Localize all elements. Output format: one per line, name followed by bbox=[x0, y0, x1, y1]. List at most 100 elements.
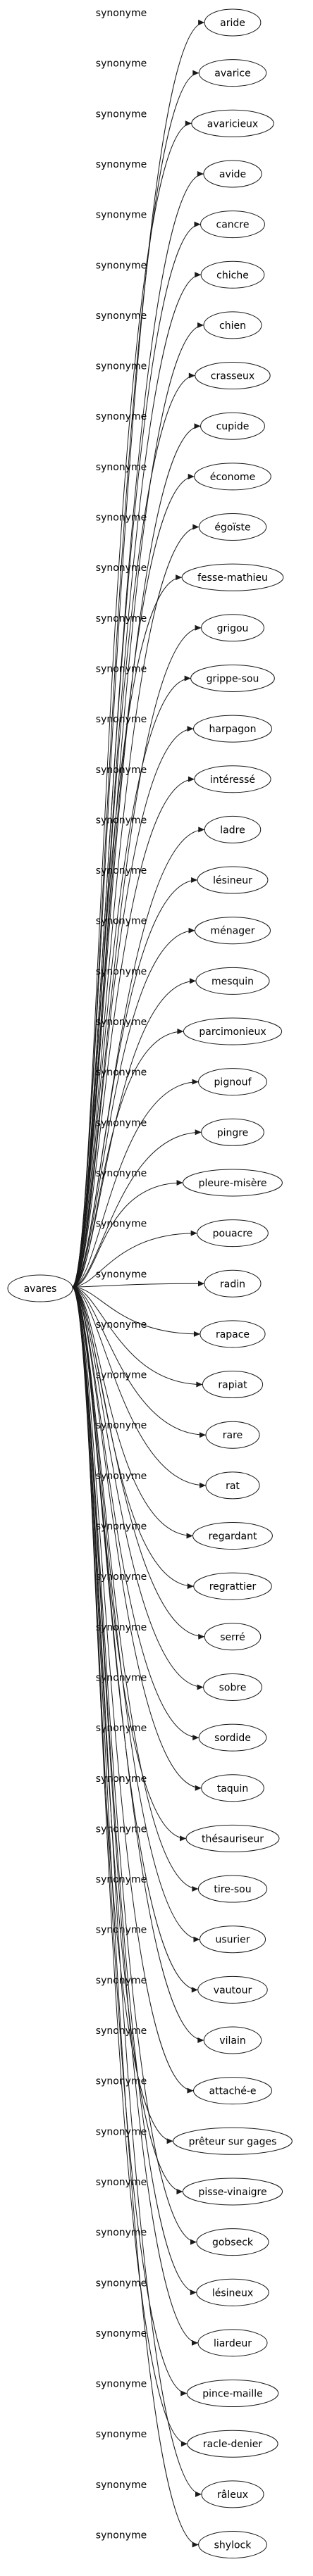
edge-label: synonyme bbox=[96, 1017, 147, 1028]
synonym-node[interactable]: vautour bbox=[197, 1975, 268, 2004]
arrowhead-icon bbox=[189, 978, 196, 984]
synonym-node-label: prêteur sur gages bbox=[189, 2136, 277, 2147]
synonym-node-shape bbox=[203, 160, 262, 188]
synonym-node[interactable]: usurier bbox=[199, 1925, 266, 1954]
synonym-node[interactable]: harpagon bbox=[193, 715, 272, 743]
synonym-node-label: vautour bbox=[214, 1985, 252, 1996]
synonym-node[interactable]: lésineux bbox=[196, 2278, 269, 2306]
synonym-node[interactable]: mesquin bbox=[195, 967, 270, 995]
synonym-node[interactable]: vilain bbox=[203, 2026, 262, 2054]
synonym-node[interactable]: rapiat bbox=[202, 1371, 264, 1399]
synonym-node[interactable]: gobseck bbox=[196, 2228, 269, 2256]
edge-label: synonyme bbox=[96, 916, 147, 927]
synonym-node-label: pignouf bbox=[214, 1077, 252, 1088]
edge-label: synonyme bbox=[96, 310, 147, 322]
synonym-node[interactable]: shylock bbox=[198, 2531, 267, 2558]
synonym-node[interactable]: pignouf bbox=[198, 1068, 267, 1096]
arrowhead-icon bbox=[198, 827, 205, 833]
synonym-node[interactable]: intéressé bbox=[194, 765, 271, 793]
synonym-node[interactable]: sobre bbox=[203, 1673, 262, 1701]
synonym-node[interactable]: attaché-e bbox=[193, 2077, 272, 2105]
synonym-node-label: mesquin bbox=[211, 976, 254, 987]
synonym-node-shape bbox=[196, 2228, 269, 2256]
synonym-node[interactable]: grigou bbox=[201, 614, 264, 642]
root-node[interactable]: avares bbox=[7, 1274, 73, 1302]
arrowhead-icon bbox=[191, 1987, 198, 1993]
synonym-node[interactable]: rat bbox=[205, 1471, 260, 1500]
synonym-node[interactable]: pingre bbox=[201, 1118, 264, 1146]
synonym-node[interactable]: taquin bbox=[201, 1774, 264, 1802]
synonym-node-shape bbox=[181, 563, 284, 591]
synonym-node[interactable]: pouacre bbox=[197, 1219, 269, 1248]
synonym-node-label: gobseck bbox=[212, 2237, 254, 2249]
synonym-node[interactable]: avide bbox=[203, 160, 262, 188]
synonym-edge bbox=[71, 728, 194, 1288]
synonym-node[interactable]: pleure-misère bbox=[183, 1169, 283, 1197]
edge-label: synonyme bbox=[96, 1773, 147, 1785]
synonym-edge bbox=[71, 1286, 199, 2344]
synonym-node[interactable]: économe bbox=[194, 463, 271, 491]
edge-label: synonyme bbox=[96, 2379, 147, 2390]
edge-label: synonyme bbox=[96, 1874, 147, 1885]
arrowhead-icon bbox=[195, 624, 202, 631]
synonym-node[interactable]: avaricieux bbox=[191, 109, 274, 137]
synonym-node-shape bbox=[205, 1421, 260, 1449]
synonym-node-label: sordide bbox=[214, 1733, 251, 1744]
synonym-node[interactable]: liardeur bbox=[197, 2329, 268, 2357]
synonym-node[interactable]: râleux bbox=[201, 2480, 264, 2508]
synonym-node[interactable]: prêteur sur gages bbox=[173, 2127, 293, 2155]
synonym-node[interactable]: radin bbox=[204, 1269, 262, 1298]
edge-label: synonyme bbox=[96, 2429, 147, 2440]
arrowhead-icon bbox=[188, 927, 195, 934]
synonym-node[interactable]: fesse-mathieu bbox=[181, 563, 284, 591]
synonym-node[interactable]: cupide bbox=[200, 412, 265, 440]
synonym-node-label: râleux bbox=[217, 2489, 248, 2501]
arrowhead-icon bbox=[198, 20, 205, 25]
synonym-edge bbox=[71, 375, 195, 1288]
synonym-node[interactable]: crasseux bbox=[195, 362, 271, 390]
synonym-node[interactable]: lésineur bbox=[197, 866, 269, 894]
synonym-node[interactable]: avarice bbox=[198, 59, 267, 87]
synonym-node-shape bbox=[193, 1572, 272, 1600]
arrowhead-icon bbox=[194, 423, 201, 429]
synonym-node-label: cancre bbox=[216, 220, 250, 231]
synonym-node[interactable]: chiche bbox=[200, 260, 265, 289]
synonym-node-shape bbox=[204, 1269, 262, 1298]
synonym-node[interactable]: thésauriseur bbox=[185, 1824, 280, 1852]
synonym-node[interactable]: tire-sou bbox=[197, 1875, 268, 1903]
synonym-edge bbox=[71, 1286, 202, 1789]
synonym-node[interactable]: racle-denier bbox=[187, 2430, 278, 2458]
synonym-node-shape bbox=[185, 1824, 280, 1852]
synonym-node[interactable]: cancre bbox=[200, 211, 265, 239]
synonym-node[interactable]: rapace bbox=[200, 1320, 266, 1348]
synonym-edge bbox=[71, 1286, 200, 1335]
synonym-node[interactable]: sordide bbox=[198, 1723, 267, 1752]
synonym-node-label: chiche bbox=[216, 270, 249, 281]
synonym-node[interactable]: ménager bbox=[195, 917, 271, 945]
synonym-node[interactable]: pisse-vinaigre bbox=[182, 2178, 283, 2206]
edge-label: synonyme bbox=[96, 2480, 147, 2491]
synonym-edge bbox=[71, 1286, 188, 2444]
synonym-node[interactable]: pince-maille bbox=[186, 2380, 279, 2408]
synonym-node[interactable]: aride bbox=[204, 8, 262, 37]
synonym-node[interactable]: serré bbox=[204, 1623, 262, 1651]
synonym-edge bbox=[71, 930, 195, 1288]
arrowhead-icon bbox=[166, 2138, 173, 2144]
synonym-edge bbox=[71, 1233, 197, 1288]
synonym-node[interactable]: rare bbox=[205, 1421, 260, 1449]
synonym-node-label: économe bbox=[210, 472, 256, 483]
arrowhead-icon bbox=[180, 2390, 188, 2396]
synonym-node[interactable]: parcimonieux bbox=[183, 1017, 283, 1045]
synonym-node[interactable]: ladre bbox=[204, 815, 262, 843]
synonym-node[interactable]: regardant bbox=[192, 1522, 273, 1550]
synonym-node[interactable]: égoïste bbox=[198, 513, 267, 541]
synonym-node-shape bbox=[204, 8, 262, 37]
synonym-node-label: crasseux bbox=[211, 371, 254, 382]
edge-label: synonyme bbox=[96, 613, 147, 624]
arrowhead-icon bbox=[190, 1230, 197, 1236]
synonym-node[interactable]: regrattier bbox=[193, 1572, 272, 1600]
synonym-node-shape bbox=[195, 362, 271, 390]
synonym-node[interactable]: chien bbox=[203, 311, 262, 339]
synonym-node[interactable]: grippe-sou bbox=[190, 664, 275, 692]
edge-label: synonyme bbox=[96, 1117, 147, 1129]
